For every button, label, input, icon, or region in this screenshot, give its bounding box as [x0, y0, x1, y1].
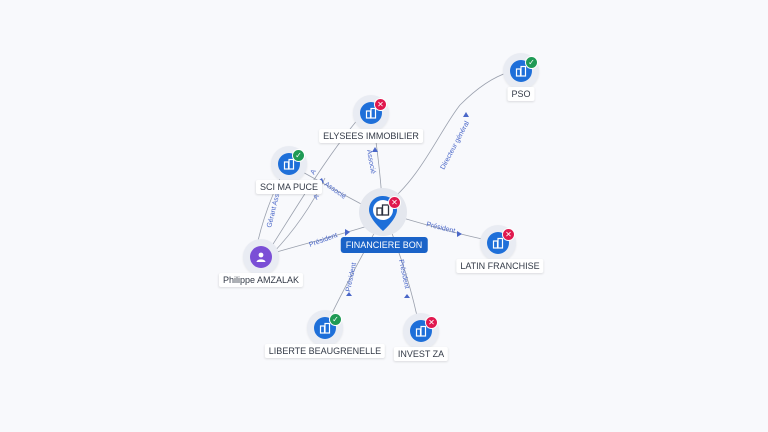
- edge-label-sci: Associé: [323, 181, 347, 201]
- arrow-invest: [404, 294, 410, 298]
- edge-label-liberte: Président: [345, 262, 358, 292]
- edge-label-phil-sci2: A: [313, 193, 322, 201]
- center-label: FINANCIERE BON: [340, 237, 428, 253]
- arrow-liberte: [346, 292, 352, 296]
- node-label: ELYSEES IMMOBILIER: [319, 129, 423, 143]
- edge-label-phil-elysees: A: [310, 168, 319, 176]
- edge-label-invest: Président: [397, 259, 410, 289]
- node-label: SCI MA PUCE: [255, 180, 323, 194]
- arrow-elysees: [372, 147, 378, 152]
- status-ko-icon: ✕: [374, 98, 387, 111]
- node-label: LATIN FRANCHISE: [456, 259, 544, 273]
- node-label: PSO: [507, 87, 535, 101]
- arrow-phil-center: [345, 229, 350, 236]
- status-ok-icon: ✓: [329, 313, 342, 326]
- node-label: LIBERTE BEAUGRENELLE: [264, 344, 386, 358]
- edge-label-pso: Directeur général: [440, 120, 472, 171]
- status-ko-icon: ✕: [425, 316, 438, 329]
- status-ko-icon: ✕: [388, 196, 401, 209]
- edge-label-latin: Président: [426, 221, 456, 235]
- node-label: INVEST ZA: [393, 347, 449, 361]
- node-label: Philippe AMZALAK: [218, 273, 304, 287]
- arrow-pso: [463, 112, 469, 117]
- edge-label-elysees: Associé: [365, 149, 376, 174]
- status-ko-icon: ✕: [502, 228, 515, 241]
- status-ok-icon: ✓: [292, 149, 305, 162]
- person-icon: [250, 246, 272, 268]
- edge-label-phil-center: Président: [308, 232, 338, 249]
- arrow-latin: [457, 231, 462, 237]
- edge-pso: [383, 69, 521, 207]
- status-ok-icon: ✓: [525, 56, 538, 69]
